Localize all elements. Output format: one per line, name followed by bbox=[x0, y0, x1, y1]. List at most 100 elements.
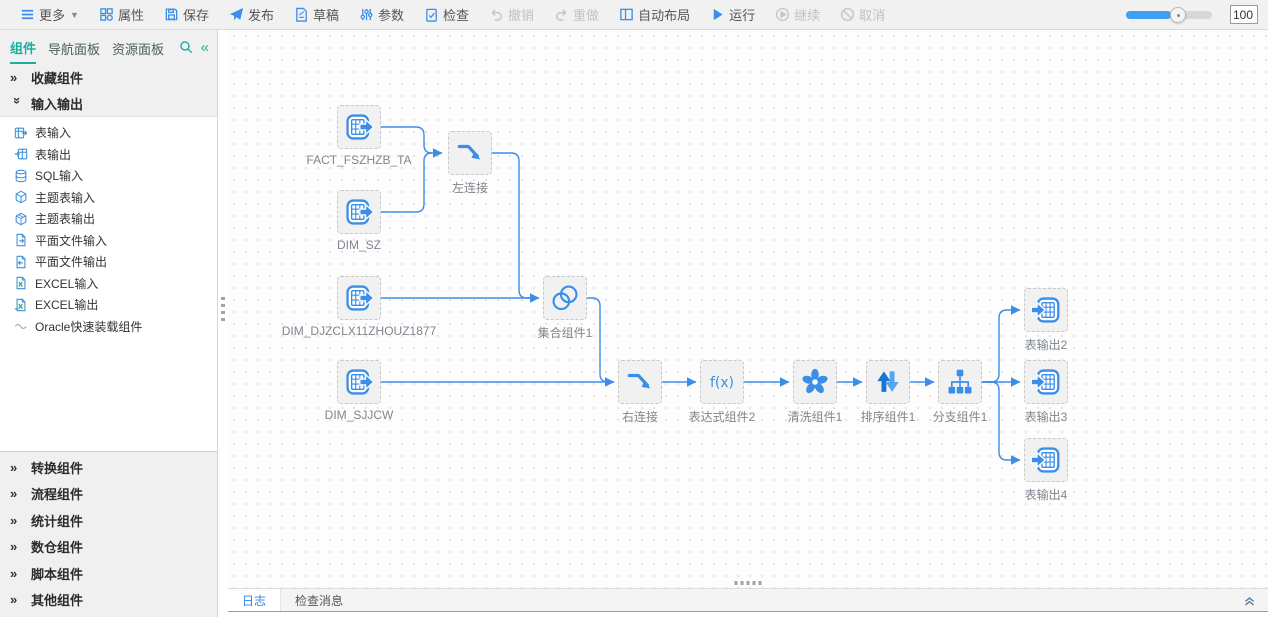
section-input-output[interactable]: » 输入输出 bbox=[0, 90, 217, 116]
sidebar-item-sql-input[interactable]: SQL输入 bbox=[0, 165, 217, 187]
zoom-slider-handle[interactable] bbox=[1170, 6, 1186, 23]
chevrons-right-icon: » bbox=[10, 592, 17, 608]
sort-icon[interactable] bbox=[866, 360, 910, 404]
section-label: 脚本组件 bbox=[31, 566, 84, 582]
flow-node-label: FACT_FSZHZB_TA bbox=[306, 153, 412, 167]
sidebar-item-flat-file-output[interactable]: 平面文件输出 bbox=[0, 251, 217, 273]
resume-icon bbox=[775, 7, 790, 22]
draft-button[interactable]: 草稿 bbox=[284, 0, 349, 30]
flow-node-join-left[interactable]: 左连接 bbox=[448, 131, 492, 195]
sidebar-item-excel-output[interactable]: EXCEL输出 bbox=[0, 294, 217, 316]
table-in-icon[interactable] bbox=[337, 190, 381, 234]
table-out-icon[interactable] bbox=[1024, 360, 1068, 404]
flow-node-table-out-4[interactable]: 表输出4 bbox=[1024, 438, 1068, 502]
sidebar-item-subject-table-input[interactable]: 主题表输入 bbox=[0, 187, 217, 209]
draft-icon bbox=[294, 7, 309, 22]
sidebar-item-table-input[interactable]: 表输入 bbox=[0, 122, 217, 144]
button-label: 草稿 bbox=[312, 8, 339, 23]
flow-node-expression-2[interactable]: f(x)表达式组件2 bbox=[689, 360, 755, 424]
item-label: 主题表输入 bbox=[35, 190, 96, 205]
table-out-icon[interactable] bbox=[1024, 438, 1068, 482]
excel-out-icon bbox=[14, 298, 28, 312]
search-icon[interactable] bbox=[179, 40, 193, 54]
tab-log[interactable]: 日志 bbox=[228, 589, 282, 611]
zoom-input[interactable] bbox=[1230, 5, 1258, 24]
table-out-icon[interactable] bbox=[1024, 288, 1068, 332]
sidebar-item-oracle-fast-load[interactable]: Oracle快速装载组件 bbox=[0, 316, 217, 338]
flow-node-label: 集合组件1 bbox=[537, 326, 593, 340]
flow-node-table-out-3[interactable]: 表输出3 bbox=[1024, 360, 1068, 424]
sidebar-item-table-output[interactable]: 表输出 bbox=[0, 144, 217, 166]
flow-node-label: DIM_SJJCW bbox=[324, 408, 394, 422]
flow-node-dim-sjjcw[interactable]: DIM_SJJCW bbox=[325, 360, 393, 422]
join-icon[interactable] bbox=[448, 131, 492, 175]
flow-node-dim-sz[interactable]: DIM_SZ bbox=[337, 190, 381, 252]
flow-node-sort-1[interactable]: 排序组件1 bbox=[861, 360, 915, 424]
item-label: SQL输入 bbox=[35, 169, 84, 184]
section-label: 流程组件 bbox=[31, 487, 84, 503]
flow-node-label: 表输出2 bbox=[1024, 338, 1068, 352]
table-in-icon[interactable] bbox=[337, 105, 381, 149]
expand-panel-icon[interactable] bbox=[1243, 594, 1256, 607]
flow-node-dim-djzclx[interactable]: DIM_DJZCLX11ZHOUZ1877 bbox=[282, 276, 436, 338]
flow-node-union-1[interactable]: 集合组件1 bbox=[538, 276, 592, 340]
sidebar-item-excel-input[interactable]: EXCEL输入 bbox=[0, 273, 217, 295]
flow-node-table-out-2[interactable]: 表输出2 bbox=[1024, 288, 1068, 352]
auto-layout-button[interactable]: 自动布局 bbox=[609, 0, 700, 30]
section-script[interactable]: » 脚本组件 bbox=[0, 560, 217, 587]
run-button[interactable]: 运行 bbox=[700, 0, 765, 30]
section-warehouse[interactable]: »数仓组件 bbox=[0, 534, 217, 561]
table-in-icon bbox=[14, 126, 28, 140]
section-statistics[interactable]: »统计组件 bbox=[0, 507, 217, 534]
section-transform[interactable]: »转换组件 bbox=[0, 454, 217, 481]
tab-nav-panel[interactable]: 导航面板 bbox=[48, 41, 101, 57]
section-flow[interactable]: » 流程组件 bbox=[0, 481, 217, 508]
panel-resize-grip-icon[interactable] bbox=[734, 581, 762, 585]
publish-icon bbox=[229, 7, 244, 22]
chevrons-right-icon: » bbox=[10, 486, 17, 502]
save-button[interactable]: 保存 bbox=[154, 0, 219, 30]
zoom-slider-fill bbox=[1126, 10, 1171, 19]
fx-icon[interactable]: f(x) bbox=[700, 360, 744, 404]
properties-button[interactable]: 属性 bbox=[89, 0, 154, 30]
collapse-sidebar-icon[interactable]: « bbox=[200, 38, 209, 56]
chevrons-right-icon: » bbox=[10, 539, 17, 555]
params-icon bbox=[359, 7, 374, 22]
check-button[interactable]: 检查 bbox=[414, 0, 479, 30]
chevrons-down-icon: » bbox=[10, 96, 25, 102]
item-label: 表输入 bbox=[35, 126, 72, 141]
more-button[interactable]: 更多▼ bbox=[10, 0, 89, 30]
flow-node-fact-fszhzb-ta[interactable]: FACT_FSZHZB_TA bbox=[306, 105, 412, 167]
run-icon bbox=[710, 7, 725, 22]
chevrons-right-icon: » bbox=[10, 69, 17, 85]
branch-icon[interactable] bbox=[938, 360, 982, 404]
section-favorites[interactable]: » 收藏组件 bbox=[0, 64, 217, 90]
clean-icon[interactable] bbox=[793, 360, 837, 404]
params-button[interactable]: 参数 bbox=[349, 0, 414, 30]
join-icon[interactable] bbox=[618, 360, 662, 404]
flow-node-branch-1[interactable]: 分支组件1 bbox=[933, 360, 987, 424]
table-in-icon[interactable] bbox=[337, 360, 381, 404]
sidebar-item-flat-file-input[interactable]: 平面文件输入 bbox=[0, 230, 217, 252]
file-in-icon bbox=[14, 233, 28, 247]
flow-node-join-right[interactable]: 右连接 bbox=[618, 360, 662, 424]
cube-in-icon bbox=[14, 190, 28, 204]
divider-grip-icon[interactable] bbox=[221, 297, 225, 321]
section-other[interactable]: »其他组件 bbox=[0, 587, 217, 614]
union-icon[interactable] bbox=[543, 276, 587, 320]
cancel-icon bbox=[840, 7, 855, 22]
sidebar-item-subject-table-output[interactable]: 主题表输出 bbox=[0, 208, 217, 230]
flow-node-clean-1[interactable]: 清洗组件1 bbox=[788, 360, 842, 424]
publish-button[interactable]: 发布 bbox=[219, 0, 284, 30]
tab-components[interactable]: 组件 bbox=[10, 31, 37, 64]
tab-resource-panel[interactable]: 资源面板 bbox=[112, 41, 165, 57]
panel-divider[interactable] bbox=[218, 30, 228, 617]
zoom-slider[interactable] bbox=[1126, 6, 1212, 23]
chevrons-right-icon: » bbox=[10, 565, 17, 581]
flow-canvas[interactable]: FACT_FSZHZB_TA 左连接 DIM_SZ DIM_DJZCLX11ZHOUZ… bbox=[228, 30, 1268, 588]
flow-node-label: 排序组件1 bbox=[860, 410, 916, 424]
tab-check-messages[interactable]: 检查消息 bbox=[295, 593, 344, 608]
redo-icon bbox=[554, 7, 569, 22]
table-in-icon[interactable] bbox=[337, 276, 381, 320]
